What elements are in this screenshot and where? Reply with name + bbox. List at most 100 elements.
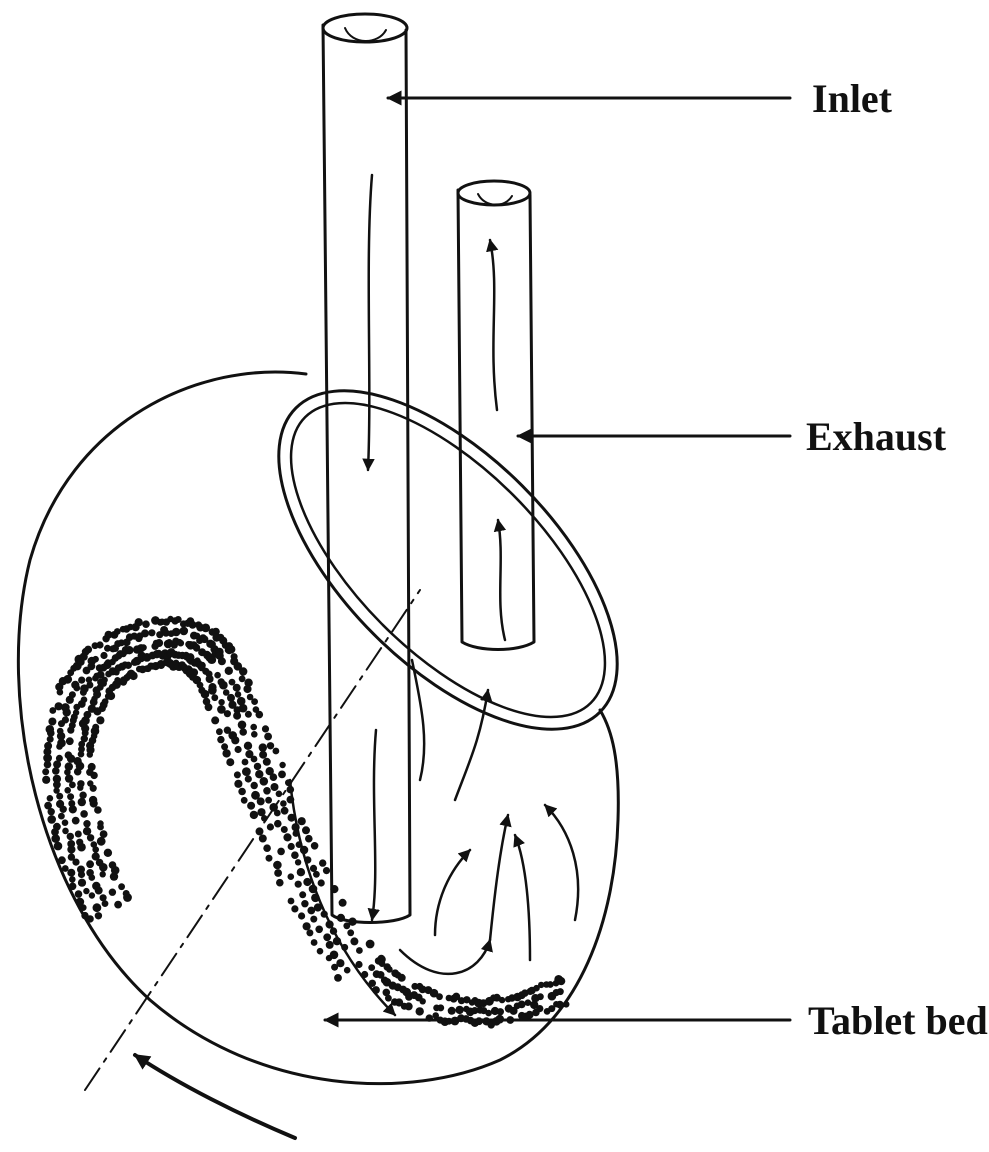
tablet-dot	[251, 698, 258, 705]
tablet-dot	[239, 667, 247, 675]
tablet-dot	[287, 796, 295, 804]
tablet-dot	[251, 756, 258, 763]
tablet-dot	[62, 865, 69, 872]
tablet-dot	[547, 981, 554, 988]
tablet-dot	[245, 775, 252, 782]
tablet-dot	[56, 755, 63, 762]
tablet-dot	[274, 869, 282, 877]
tablet-dot	[263, 758, 271, 766]
tablet-dot	[287, 786, 295, 794]
tablet-dot	[77, 780, 84, 787]
tablet-dot	[86, 869, 94, 877]
tablet-dot	[206, 675, 214, 683]
tablet-dot	[278, 771, 286, 779]
tablet-dot	[319, 859, 326, 866]
tablet-dot	[298, 817, 306, 825]
label-tablet-bed: Tablet bed	[808, 998, 988, 1043]
tablet-dot	[372, 986, 380, 994]
tablet-dot	[92, 852, 100, 860]
tablet-dot	[291, 905, 298, 912]
tablet-dot	[71, 681, 79, 689]
tablet-dot	[339, 899, 347, 907]
tablet-dot	[180, 627, 189, 636]
tablet-dot	[62, 828, 69, 835]
tablet-dot	[279, 762, 285, 768]
tablet-dot	[155, 639, 163, 647]
tablet-dot	[238, 788, 246, 796]
tablet-dot	[89, 892, 95, 898]
tablet-dot	[276, 791, 283, 798]
tablet-dot	[47, 795, 54, 802]
tablet-dot	[92, 656, 99, 663]
tablet-dot	[288, 898, 295, 905]
tablet-dot	[398, 974, 406, 982]
tablet-dot	[177, 640, 184, 647]
tablet-dot	[114, 628, 121, 635]
tablet-dot	[250, 811, 258, 819]
tablet-dot	[75, 890, 83, 898]
tablet-dot	[265, 797, 272, 804]
tablet-dot	[317, 948, 324, 955]
tablet-dot	[109, 861, 117, 869]
tablet-dot	[331, 964, 338, 971]
tablet-dot	[281, 826, 288, 833]
tablet-dot	[235, 691, 242, 698]
tablet-dot	[250, 724, 257, 731]
tablet-dot	[142, 620, 150, 628]
tablet-dot	[66, 737, 74, 745]
tablet-dot	[321, 911, 328, 918]
tablet-dot	[245, 711, 252, 718]
tablet-dot	[56, 793, 63, 800]
tablet-dot	[356, 947, 363, 954]
tablet-dot	[211, 716, 219, 724]
inlet-flow-arrow-1	[368, 175, 372, 470]
tablet-dot	[76, 839, 83, 846]
tablet-dot	[233, 684, 241, 692]
tablet-dot	[67, 793, 74, 800]
tablet-dot	[218, 657, 226, 665]
tablet-dot	[234, 771, 241, 778]
tablet-dot	[69, 883, 77, 891]
tablet-dot	[96, 641, 103, 648]
tablet-dot	[242, 759, 249, 766]
tablet-dot	[244, 742, 252, 750]
tablet-dot	[235, 746, 242, 753]
tablet-dot	[259, 743, 267, 751]
tablet-dot	[67, 869, 75, 877]
tablet-dot	[263, 844, 271, 852]
tablet-dot	[227, 694, 235, 702]
tablet-dot	[80, 810, 88, 818]
tablet-dot	[267, 823, 274, 830]
tablet-dot	[303, 878, 311, 886]
tablet-dot	[118, 883, 125, 890]
exhaust-flow-arrow-2	[498, 520, 505, 640]
tablet-dot	[123, 890, 130, 897]
tablet-dot	[81, 912, 88, 919]
tablet-dot	[266, 855, 273, 862]
tablet-dot	[292, 823, 300, 831]
tablet-dot	[100, 871, 106, 877]
tablet-dot	[62, 819, 69, 826]
tablet-dot	[91, 841, 98, 848]
tablet-dot	[426, 1014, 433, 1021]
tablet-dot	[92, 724, 99, 731]
tablet-dot	[556, 1001, 564, 1009]
air-stream-arrow-7	[412, 660, 424, 780]
tablet-dot	[243, 685, 251, 693]
tablet-dot	[68, 800, 75, 807]
tablet-dot	[225, 647, 232, 654]
tablet-dot	[436, 993, 443, 1000]
tablet-dot	[288, 873, 295, 880]
tablet-dot	[260, 777, 269, 786]
tablet-dot	[222, 749, 230, 757]
tablet-dot	[366, 940, 375, 949]
tablet-dot	[315, 926, 323, 934]
tablet-dot	[42, 768, 49, 775]
tablet-dot	[216, 728, 223, 735]
pan-mouth-ring-outer	[222, 334, 675, 787]
tablet-dot	[100, 830, 108, 838]
tablet-dot	[42, 776, 50, 784]
tablet-dot	[305, 835, 313, 843]
tablet-dot	[64, 787, 71, 794]
tablet-dot	[385, 995, 392, 1002]
